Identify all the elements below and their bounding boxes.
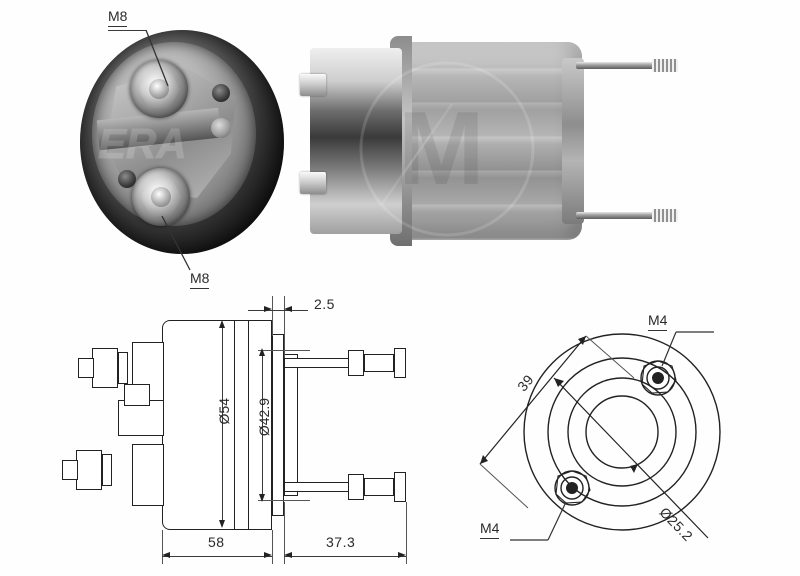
mounting-hole — [212, 84, 230, 102]
m4-boss-bottom — [554, 470, 591, 506]
dim-arrow-flange-top — [259, 348, 265, 356]
dim-arrow-58-right — [264, 552, 272, 558]
dim-line-flange — [262, 350, 263, 500]
dim-line-373 — [284, 556, 406, 557]
stud-thread-lower — [652, 209, 678, 222]
ext-line-373-left — [284, 502, 285, 564]
stud-washer-lower — [394, 472, 406, 502]
rear-cap-ring — [562, 58, 584, 224]
ext-line-gap-b — [284, 296, 285, 358]
dim-label-58: 58 — [208, 534, 225, 550]
m8-washer-upper — [118, 352, 128, 384]
stud-thread-lower — [364, 478, 394, 496]
barrel-highlight-bands — [396, 42, 580, 240]
ext-line-58-left — [162, 530, 163, 564]
dim-label-373: 37.3 — [326, 534, 356, 550]
m8-washer-lower — [102, 454, 112, 486]
ext-line-373-right — [406, 502, 407, 564]
rear-view-geometry — [479, 331, 721, 541]
m8-terminal-bottom — [132, 168, 190, 226]
ext-line-gap-a — [272, 296, 273, 336]
dim-arrow-gap-left — [264, 306, 272, 312]
m8-nut-lower — [76, 450, 102, 490]
side-section-drawing: 2.5 Ø54 Ø42.9 58 37.3 — [62, 292, 462, 574]
stud-washer-upper — [394, 348, 406, 378]
leader-arrow-m8-bottom — [161, 215, 191, 271]
ext-line-58-right — [272, 530, 273, 564]
stud-nut-lower — [348, 474, 364, 500]
mounting-stud-upper — [576, 62, 678, 69]
terminal-lug — [124, 384, 150, 406]
mounting-hole — [118, 170, 136, 188]
dim-label-gap: 2.5 — [314, 296, 335, 312]
stud-nut-upper — [348, 350, 364, 376]
dim-line-gap — [248, 310, 308, 311]
dim-label-body-od: Ø54 — [216, 398, 232, 425]
dim-arrow-gap-right — [284, 306, 292, 312]
dim-arrow-flange-bottom — [259, 494, 265, 502]
dim-arrow-373-right — [398, 552, 406, 558]
body-partition-line — [248, 320, 250, 530]
ext-line-flange-top — [258, 350, 310, 351]
solenoid-barrel — [394, 42, 582, 240]
callout-m4-bottom: M4 — [480, 520, 500, 539]
solenoid-side-photo: M — [300, 26, 700, 256]
stud-thread-upper — [364, 354, 394, 372]
mounting-hole — [211, 118, 231, 138]
m8-nut-upper — [92, 348, 118, 388]
mounting-stud-lower — [576, 212, 678, 219]
terminal-block-outline — [132, 444, 164, 506]
body-partition-line — [234, 320, 236, 530]
ext-line-flange-bottom — [258, 500, 310, 501]
dim-arrow-58-left — [162, 552, 170, 558]
rear-flange-outline — [272, 334, 284, 516]
front-terminal-photo: ERA — [72, 22, 292, 262]
stud-thread-upper — [652, 59, 678, 72]
dim-label-flange: Ø42.9 — [256, 398, 272, 437]
stud-core — [148, 78, 170, 100]
leader-arrow-m8-top — [145, 29, 169, 87]
callout-m4-top: M4 — [648, 312, 668, 331]
leader-line-m8-top — [108, 30, 146, 31]
dim-line-58 — [162, 556, 272, 557]
rear-cap-outline — [284, 354, 298, 496]
m8-terminal-top — [130, 60, 188, 118]
m4-boss-top — [640, 360, 677, 396]
rear-mount-drawing: 39 Ø25.2 M4 M4 — [462, 292, 792, 574]
solenoid-body-outline — [162, 320, 272, 530]
spade-terminal-upper — [300, 74, 326, 96]
dim-arrow-od-bottom — [219, 520, 225, 528]
m8-stud-lower — [62, 460, 78, 480]
callout-m8-bottom: M8 — [190, 270, 210, 289]
callout-m8-top: M8 — [108, 8, 128, 27]
dim-arrow-373-left — [284, 552, 292, 558]
stud-core — [150, 186, 172, 208]
spade-terminal-lower — [300, 172, 326, 194]
m8-stud-upper — [78, 358, 94, 378]
dim-arrow-od-top — [219, 320, 225, 328]
dim-line-body-od — [222, 324, 223, 526]
